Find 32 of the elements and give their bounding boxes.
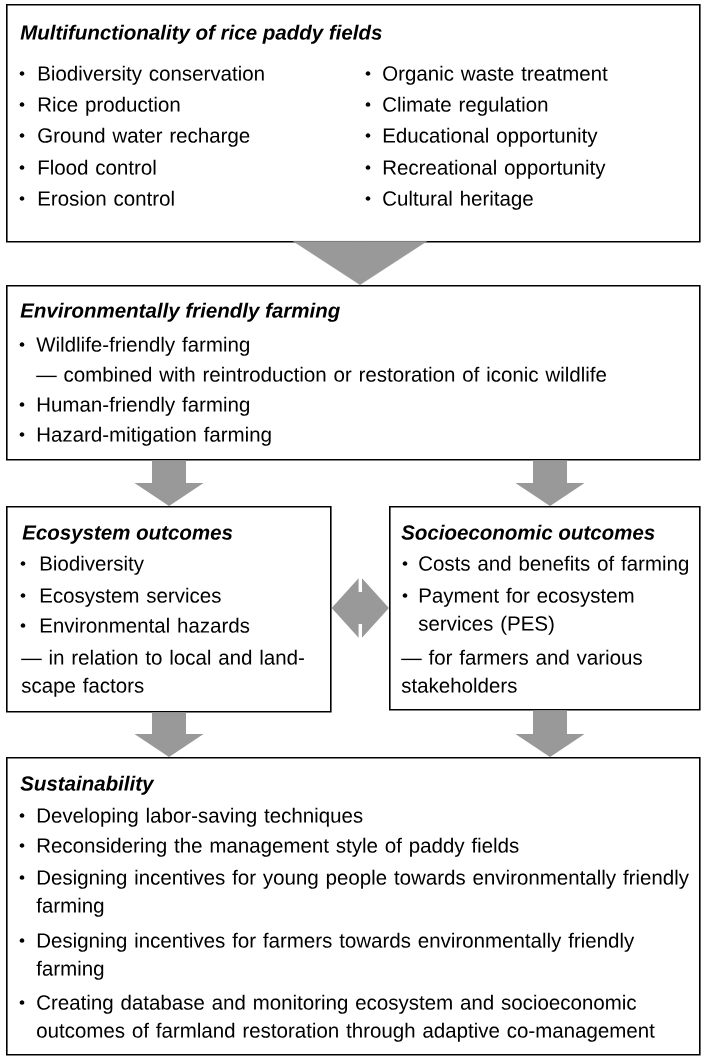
list-item: Ecosystem services (40, 587, 221, 607)
list-item: Payment for ecosystem services (PES) (418, 587, 634, 635)
list-item: Cultural heritage (383, 190, 533, 210)
box-heading: Ecosystem outcomes (22, 525, 233, 544)
list-item: Hazard-mitigation farming (37, 426, 271, 446)
list-item: Flood control (38, 159, 156, 175)
list-item: Educational opportunity (383, 127, 598, 147)
wedge-arrow (292, 240, 428, 285)
list-item: Reconsidering the management style of paddy fields (37, 837, 519, 857)
note-text: — combined with reintroduction or restoration of iconic wildlife (36, 366, 606, 382)
list-item: Costs and benefits of farming (419, 555, 689, 575)
list-item: Rice production (38, 96, 180, 116)
note-text: — for farmers and various stakeholders (401, 649, 642, 693)
list-item: Ground water recharge (38, 127, 250, 147)
list-item: Designing incentives for young people towards environmentally friendly farming (36, 869, 689, 917)
list-item: Climate regulation (383, 96, 548, 116)
list-item: Creating database and monitoring ecosystem and socioeconomic outcomes of farmland restoration through adaptive co-management (37, 994, 655, 1042)
list-item: Biodiversity (40, 555, 144, 575)
list-item: Wildlife-friendly farming (36, 336, 249, 356)
list-item: Environmental hazards (40, 617, 250, 633)
list-item: Organic waste treatment (383, 65, 608, 85)
list-item: Designing incentives for farmers towards environmentally friendly farming (36, 932, 635, 980)
list-item: Developing labor-saving techniques (37, 807, 363, 827)
box-heading: Socioeconomic outcomes (401, 524, 655, 540)
list-item: Recreational opportunity (383, 159, 606, 179)
list-item: Biodiversity conservation (38, 65, 264, 85)
note-text: — in relation to local and land-scape factors (21, 649, 304, 697)
box-heading: Multifunctionality of rice paddy fields (20, 24, 382, 44)
list-item: Erosion control (38, 190, 174, 206)
box-heading: Sustainability (20, 775, 155, 795)
list-item: Human-friendly farming (37, 396, 250, 416)
box-heading: Environmentally friendly farming (20, 302, 340, 322)
